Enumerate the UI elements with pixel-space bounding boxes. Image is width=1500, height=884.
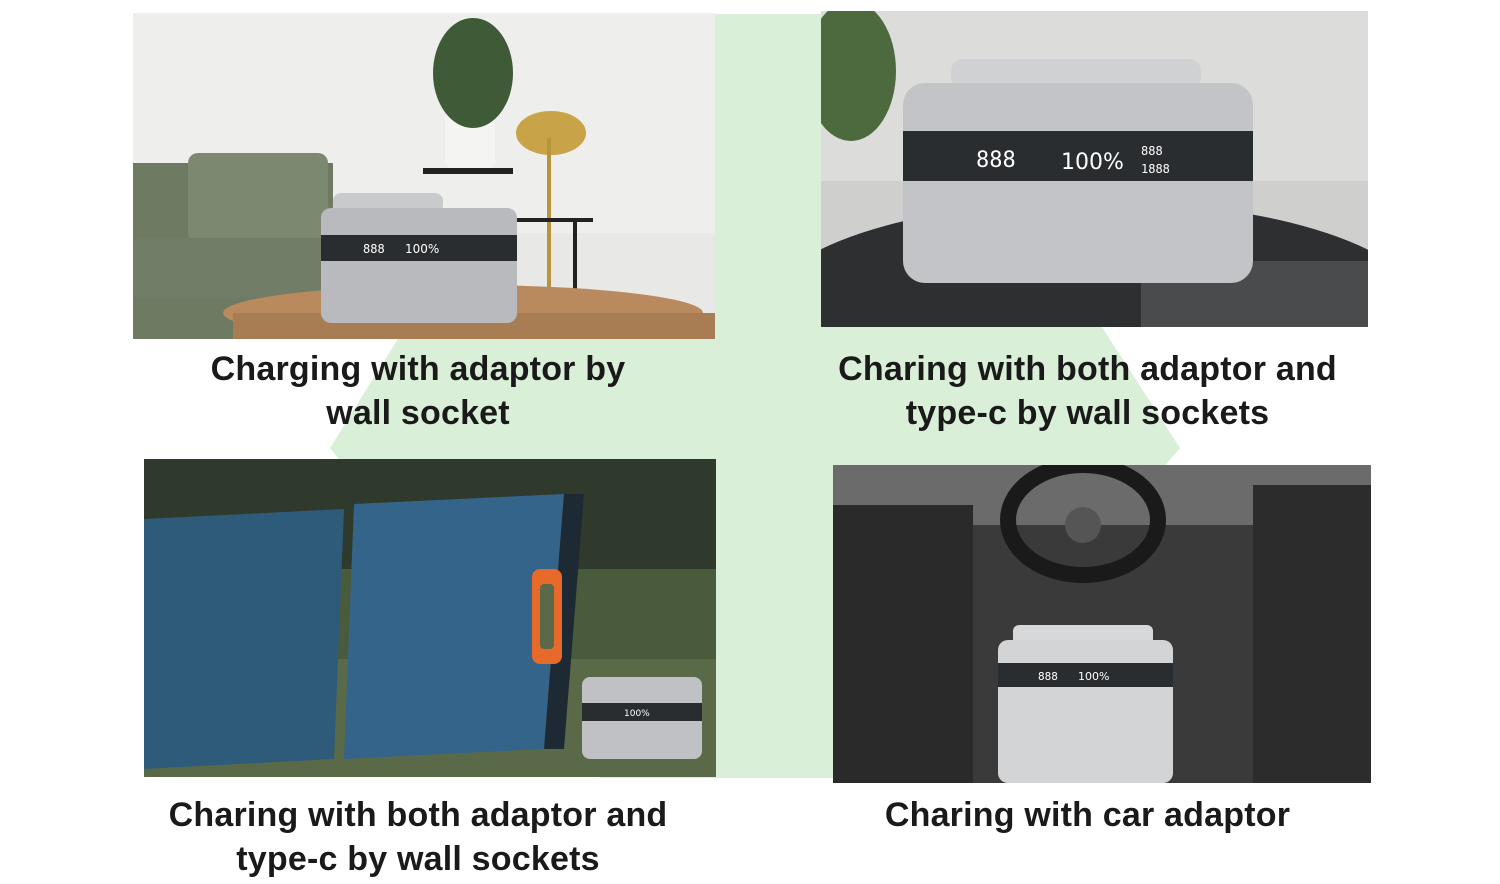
svg-text:888: 888 xyxy=(363,242,385,256)
caption-line: Charing with car adaptor xyxy=(884,796,1291,834)
svg-text:1888: 1888 xyxy=(1141,162,1170,176)
svg-text:100%: 100% xyxy=(624,709,650,719)
svg-text:100%: 100% xyxy=(1078,670,1109,683)
photo-living-room: 888 100% xyxy=(133,13,715,339)
caption-panel-2: Charing with both adaptor and type-c by … xyxy=(800,347,1375,435)
caption-line: Charing with both adaptor and xyxy=(168,796,668,834)
caption-line: wall socket xyxy=(326,394,510,432)
caption-panel-1: Charging with adaptor by wall socket xyxy=(133,347,703,435)
photo-solar-panel: 100% xyxy=(144,459,716,777)
caption-line: type-c by wall sockets xyxy=(236,840,600,878)
svg-text:100%: 100% xyxy=(405,242,439,256)
caption-line: Charing with both adaptor and xyxy=(838,350,1337,388)
svg-text:888: 888 xyxy=(1141,144,1163,158)
caption-panel-3: Charing with both adaptor and type-c by … xyxy=(133,793,703,881)
svg-text:888: 888 xyxy=(1038,670,1058,683)
svg-text:888: 888 xyxy=(976,148,1016,173)
caption-line: type-c by wall sockets xyxy=(905,394,1270,432)
caption-line: Charging with adaptor by xyxy=(210,350,626,388)
svg-text:100%: 100% xyxy=(1061,150,1124,175)
photo-car-interior: 888 100% xyxy=(833,465,1371,783)
caption-panel-4: Charing with car adaptor xyxy=(800,793,1375,837)
photo-power-station-closeup: 888 100% 888 1888 xyxy=(821,11,1368,327)
